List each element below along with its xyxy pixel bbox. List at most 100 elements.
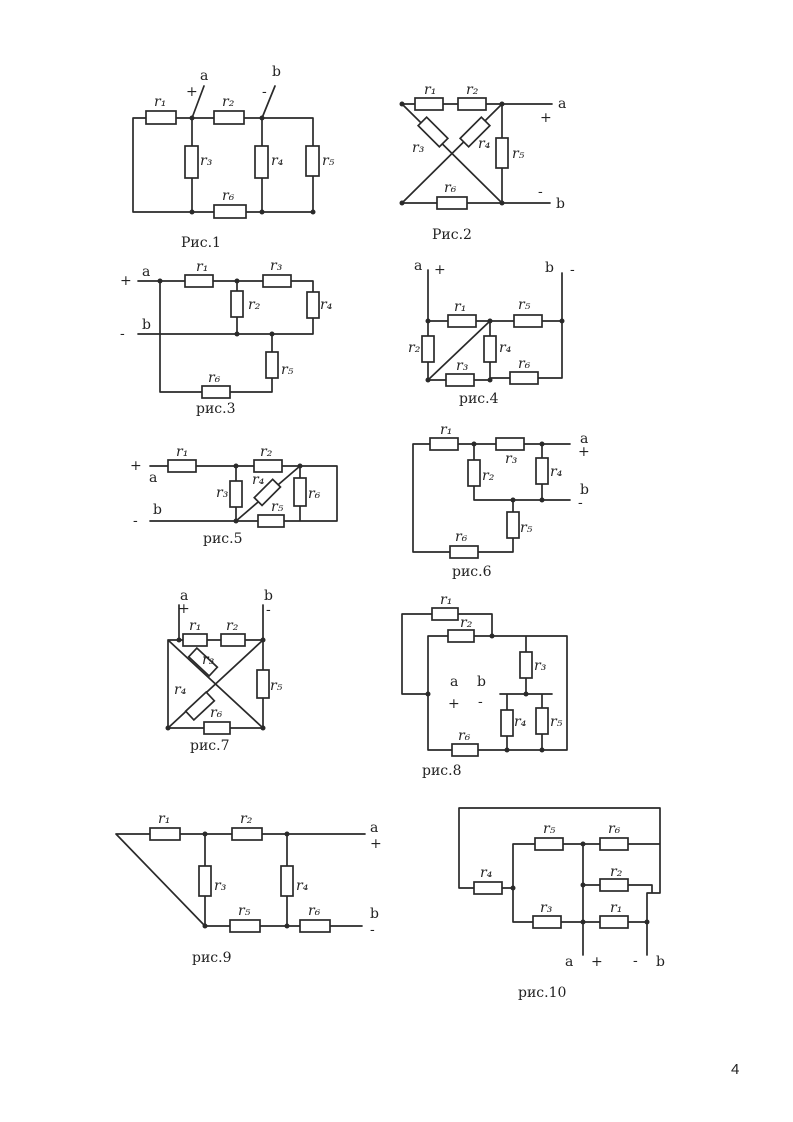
- terminal-b: b: [370, 906, 379, 922]
- label-r6: r₆: [222, 188, 235, 204]
- label-r4: r₄: [514, 714, 527, 730]
- label-r6: r₆: [208, 370, 221, 386]
- label-r1: r₁: [189, 618, 201, 634]
- terminal-minus: -: [578, 495, 583, 511]
- terminal-b: b: [477, 674, 486, 690]
- resistor-r2: [457, 97, 487, 111]
- label-r3: r₃: [202, 652, 215, 668]
- resistor-r6: [201, 385, 231, 399]
- resistor-r6: [449, 545, 479, 559]
- label-r6: r₆: [608, 821, 621, 837]
- label-r2: r₂: [240, 811, 253, 827]
- label-r1: r₁: [176, 444, 188, 460]
- label-r2: r₂: [466, 82, 479, 98]
- resistor-r2: [253, 459, 283, 473]
- label-r5: r₅: [322, 153, 335, 169]
- resistor-r2: [421, 335, 435, 363]
- label-r4: r₄: [550, 464, 563, 480]
- figure-2: r₁ r₂ r₃ r₄ r₅ r₆ a + b - Рис.2: [399, 82, 566, 243]
- label-r2: r₂: [222, 94, 235, 110]
- label-r2: r₂: [408, 340, 421, 356]
- resistor-r4: [473, 881, 503, 895]
- terminal-a: a: [580, 431, 588, 447]
- resistor-r5: [535, 707, 549, 735]
- resistor-r1: [447, 314, 477, 328]
- label-r2: r₂: [610, 864, 623, 880]
- label-r5: r₅: [550, 714, 563, 730]
- label-r5: r₅: [518, 297, 531, 313]
- label-r1: r₁: [424, 82, 436, 98]
- resistor-r5: [265, 351, 279, 379]
- terminal-minus: -: [478, 694, 483, 710]
- figure-10: r₁ r₂ r₃ r₄ r₅ r₆ a + b - рис.10: [458, 807, 665, 1001]
- resistor-r4: [184, 690, 216, 722]
- resistor-r6: [203, 721, 231, 735]
- resistor-r2: [467, 459, 481, 487]
- resistor-r6: [293, 477, 307, 507]
- figure-caption: рис.8: [422, 763, 462, 779]
- figure-caption: Рис.1: [181, 235, 221, 251]
- resistor-r2: [213, 110, 245, 125]
- figure-7: r₁ r₂ r₃ r₄ r₅ r₆ a + b - рис.7: [165, 588, 283, 754]
- label-r4: r₄: [480, 865, 493, 881]
- resistor-r4: [280, 865, 294, 897]
- label-r3: r₃: [456, 358, 469, 374]
- label-r3: r₃: [412, 140, 425, 156]
- label-r4: r₄: [174, 682, 187, 698]
- label-r1: r₁: [440, 592, 452, 608]
- terminal-plus: +: [434, 262, 446, 278]
- terminal-minus: -: [266, 602, 271, 618]
- label-r4: r₄: [499, 340, 512, 356]
- resistor-r3: [229, 480, 243, 508]
- resistor-r1: [184, 274, 214, 288]
- figure-5: r₁ r₂ r₃ r₄ r₅ r₆ a + b - рис.5: [130, 444, 338, 547]
- label-r5: r₅: [520, 520, 533, 536]
- label-r6: r₆: [210, 705, 223, 721]
- label-r2: r₂: [482, 468, 495, 484]
- resistor-r2: [230, 290, 244, 318]
- resistor-r4: [500, 709, 514, 737]
- resistor-r5: [495, 137, 509, 169]
- resistor-r6: [599, 837, 629, 851]
- resistor-r1: [182, 633, 208, 647]
- resistor-r3: [198, 865, 212, 897]
- resistor-r3: [187, 646, 219, 678]
- terminal-a: a: [149, 470, 157, 486]
- resistor-r2: [599, 878, 629, 892]
- resistor-r6: [509, 371, 539, 385]
- resistor-r5: [506, 511, 520, 539]
- label-r6: r₆: [308, 486, 321, 502]
- resistor-r5: [305, 145, 320, 177]
- terminal-a: a: [558, 96, 566, 112]
- label-r4: r₄: [320, 297, 333, 313]
- label-r5: r₅: [543, 821, 556, 837]
- terminal-plus: +: [591, 954, 603, 970]
- label-r5: r₅: [271, 499, 284, 515]
- terminal-minus: -: [538, 184, 543, 200]
- terminal-b: b: [580, 482, 589, 498]
- label-r4: r₄: [296, 878, 309, 894]
- terminal-b: b: [656, 954, 665, 970]
- label-r3: r₃: [505, 451, 518, 467]
- page-number: 4: [731, 1061, 739, 1078]
- terminal-a: a: [142, 264, 150, 280]
- terminal-plus: +: [540, 110, 552, 126]
- resistor-r1: [145, 110, 177, 125]
- resistor-r4: [253, 478, 282, 507]
- resistor-r6: [436, 196, 468, 210]
- label-r4: r₄: [252, 472, 265, 488]
- figure-8: r₁ r₂ r₃ r₄ r₅ r₆ a + b - рис.8: [401, 592, 568, 779]
- label-r6: r₆: [444, 180, 457, 196]
- figure-9: r₁ r₂ r₃ r₄ r₅ r₆ a + b - рис.9: [115, 811, 382, 966]
- label-r6: r₆: [518, 356, 531, 372]
- resistor-r3: [445, 373, 475, 387]
- resistor-r3: [519, 651, 533, 679]
- label-r6: r₆: [458, 728, 471, 744]
- terminal-minus: -: [570, 262, 575, 278]
- figure-caption: рис.10: [518, 985, 566, 1001]
- terminal-a: a: [450, 674, 458, 690]
- resistor-r6: [299, 919, 331, 933]
- figure-caption: рис.3: [196, 401, 236, 417]
- label-r4: r₄: [478, 136, 491, 152]
